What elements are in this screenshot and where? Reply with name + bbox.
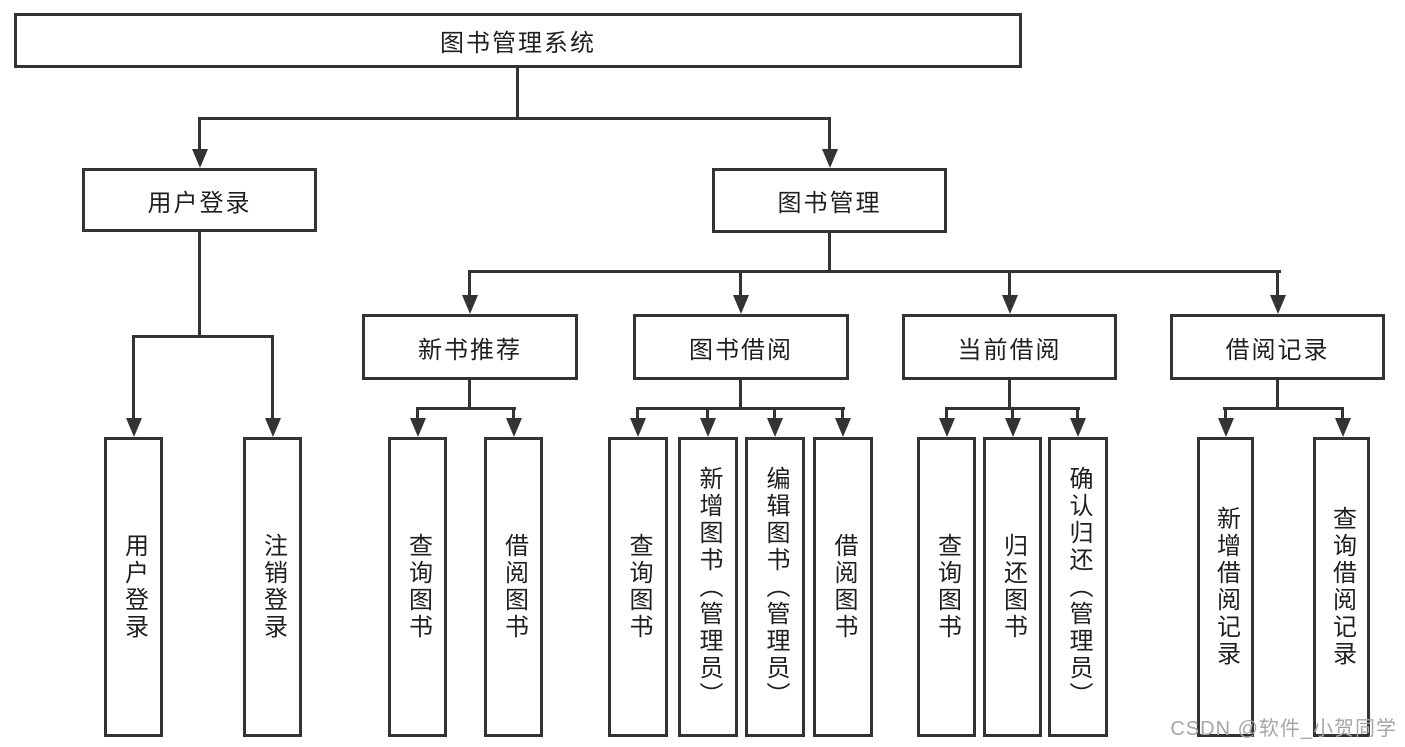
connector-current-borrowing-stem <box>1008 380 1011 410</box>
leaf-user-login: 用户登录 <box>104 437 163 737</box>
connector-borrowing-records-stem <box>1276 380 1279 410</box>
connector-book-management-hline <box>468 270 1281 273</box>
leaf-add-borrow-record: 新增借阅记录 <box>1197 437 1254 737</box>
leaf-confirm-return-admin: 确认归还（管理员） <box>1048 437 1108 737</box>
arrow-to-confirm-return <box>1069 407 1086 437</box>
leaf-add-books-admin: 新增图书（管理员） <box>678 437 738 737</box>
connector-user-login-hline <box>132 335 274 338</box>
arrow-to-leaf-logout <box>264 335 281 437</box>
arrow-to-current-borrowing <box>1001 270 1018 314</box>
connector-borrowing-records-hline <box>1223 407 1344 410</box>
arrow-to-new-book-recommend <box>461 270 478 314</box>
arrow-to-book-management <box>821 117 838 168</box>
arrow-to-query-books-3 <box>938 407 955 437</box>
leaf-query-books-1: 查询图书 <box>388 437 447 737</box>
watermark: CSDN @软件_小贺同学 <box>1170 718 1397 740</box>
connector-book-borrowing-stem <box>739 380 742 410</box>
node-current-borrowing: 当前借阅 <box>902 314 1117 380</box>
leaf-borrow-books-1: 借阅图书 <box>484 437 543 737</box>
arrow-to-borrowing-records <box>1269 270 1286 314</box>
arrow-to-borrow-books-2 <box>834 407 851 437</box>
connector-book-borrowing-hline <box>636 407 845 410</box>
arrow-to-edit-books <box>766 407 783 437</box>
arrow-to-user-login <box>191 117 208 168</box>
arrow-to-leaf-user-login <box>125 335 142 437</box>
arrow-to-add-books <box>699 407 716 437</box>
node-library-management-system: 图书管理系统 <box>14 13 1022 68</box>
connector-book-management-stem <box>828 233 831 273</box>
arrow-to-borrow-books-1 <box>505 407 522 437</box>
node-borrowing-records: 借阅记录 <box>1170 314 1385 380</box>
connector-new-book-stem <box>468 380 471 410</box>
arrow-to-return-books <box>1004 407 1021 437</box>
leaf-return-books: 归还图书 <box>983 437 1042 737</box>
arrow-to-query-books-1 <box>409 407 426 437</box>
leaf-logout: 注销登录 <box>243 437 302 737</box>
arrow-to-query-books-2 <box>629 407 646 437</box>
leaf-query-borrow-record: 查询借阅记录 <box>1313 437 1370 737</box>
arrow-to-query-borrow-record <box>1334 407 1351 437</box>
leaf-query-books-3: 查询图书 <box>917 437 976 737</box>
node-user-login: 用户登录 <box>82 168 317 232</box>
node-new-book-recommend: 新书推荐 <box>362 314 578 380</box>
connector-user-login-stem <box>198 232 201 338</box>
node-book-borrowing: 图书借阅 <box>633 314 849 380</box>
leaf-edit-books-admin: 编辑图书（管理员） <box>745 437 805 737</box>
leaf-query-books-2: 查询图书 <box>608 437 668 737</box>
leaf-borrow-books-2: 借阅图书 <box>813 437 873 737</box>
connector-root-stem <box>516 68 519 120</box>
arrow-to-add-borrow-record <box>1217 407 1234 437</box>
connector-new-book-hline <box>416 407 516 410</box>
connector-root-hline <box>199 117 831 120</box>
node-book-management: 图书管理 <box>712 168 947 233</box>
arrow-to-book-borrowing <box>732 270 749 314</box>
